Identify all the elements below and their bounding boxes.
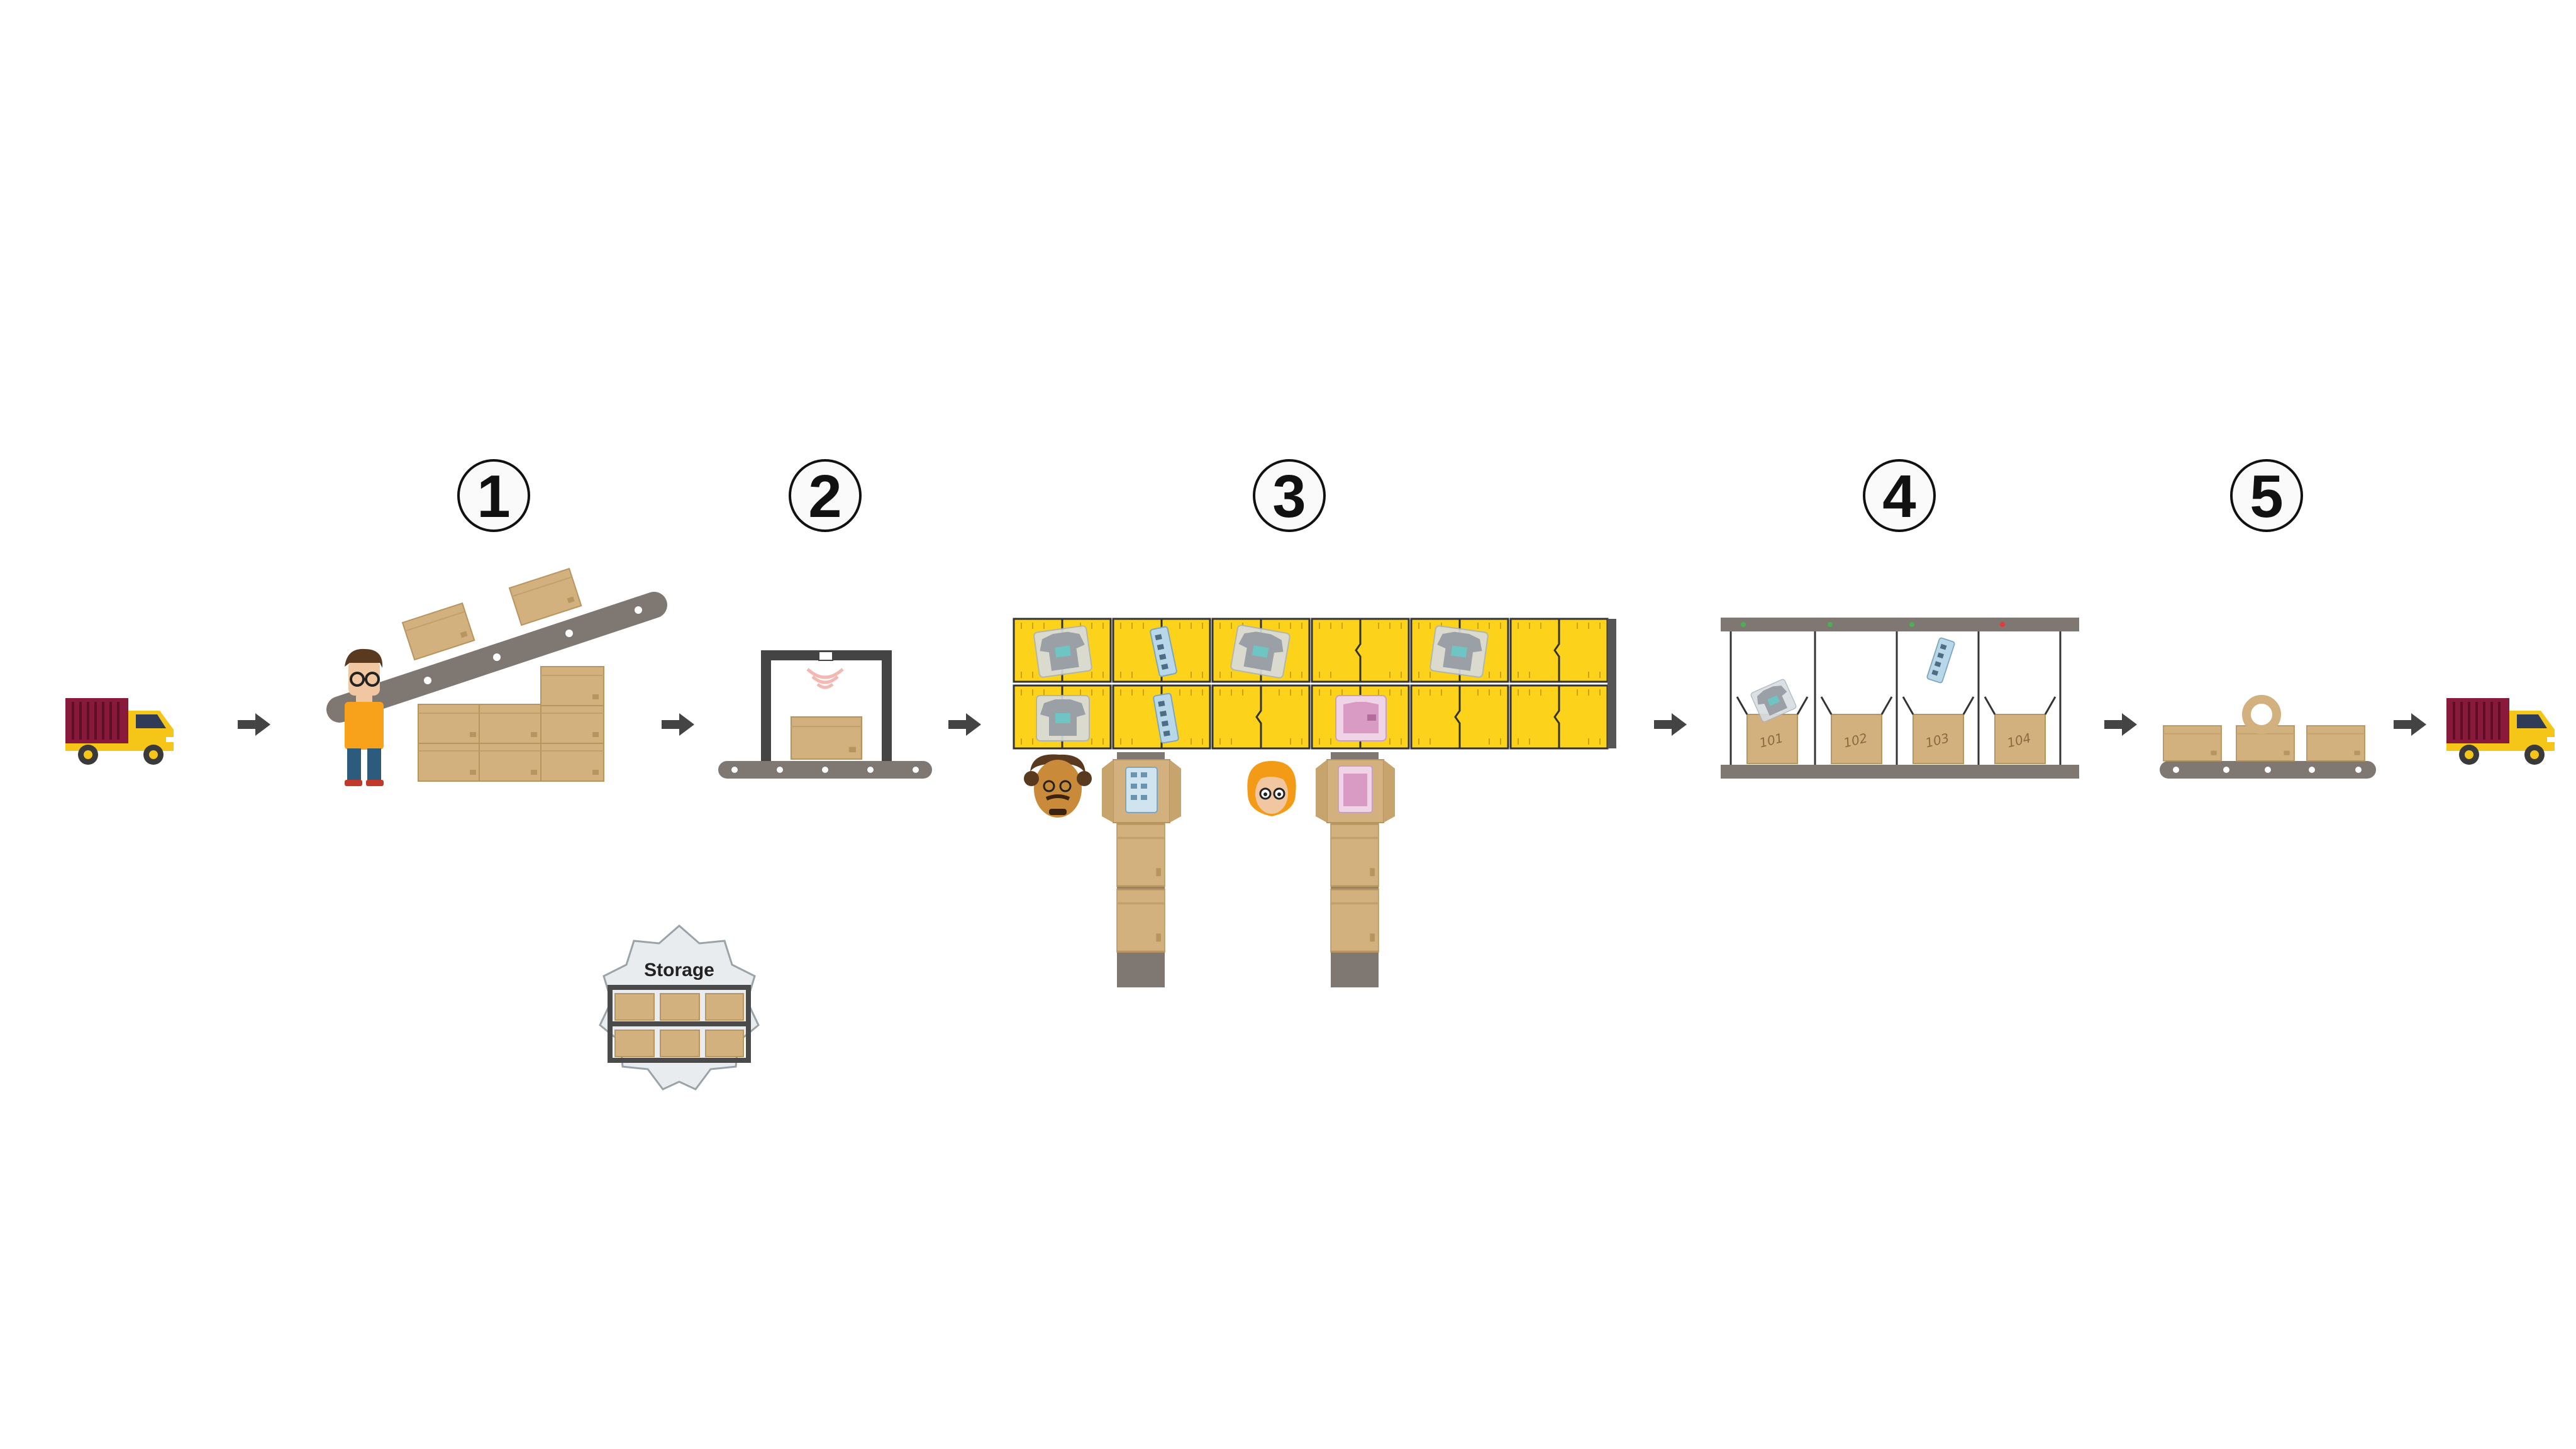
packing-station-left [1101, 752, 1182, 987]
packer-icon [1247, 761, 1296, 816]
step-5-number: 5 [2250, 463, 2283, 530]
put-wall-icon: 101 102 103 104 [1721, 618, 2079, 779]
step-4-number: 4 [1882, 463, 1916, 530]
step-3-number: 3 [1272, 463, 1306, 530]
worker-icon [345, 648, 384, 786]
box-on-conveyor [509, 568, 582, 626]
packer-icon [1024, 754, 1092, 818]
storage-badge-icon: Storage [599, 924, 760, 1091]
step-2-badge: 2 [789, 459, 862, 532]
box-on-conveyor [402, 602, 475, 660]
scanner-gate-icon [718, 650, 932, 779]
step-1-badge: 1 [457, 459, 530, 532]
arrow-right-icon [948, 713, 981, 736]
arrow-right-icon [1654, 713, 1687, 736]
step-4-badge: 4 [1863, 459, 1936, 532]
storage-label: Storage [644, 960, 714, 980]
arrow-right-icon [2394, 713, 2426, 736]
arrow-right-icon [2104, 713, 2137, 736]
step-3-badge: 3 [1253, 459, 1326, 532]
arrow-right-icon [238, 713, 270, 736]
arrow-right-icon [662, 713, 694, 736]
packing-station-right [1315, 752, 1396, 987]
sealing-conveyor-icon [2160, 695, 2376, 779]
sorter-wall-icon [1013, 618, 1616, 750]
step-5-badge: 5 [2230, 459, 2303, 532]
incline-conveyor-icon [326, 592, 667, 723]
receiving-station [326, 568, 667, 786]
outbound-truck-icon [2445, 697, 2557, 766]
step-2-number: 2 [808, 463, 841, 530]
inbound-truck-icon [64, 697, 176, 766]
storage-shelf [608, 985, 751, 1063]
step-1-number: 1 [477, 463, 510, 530]
